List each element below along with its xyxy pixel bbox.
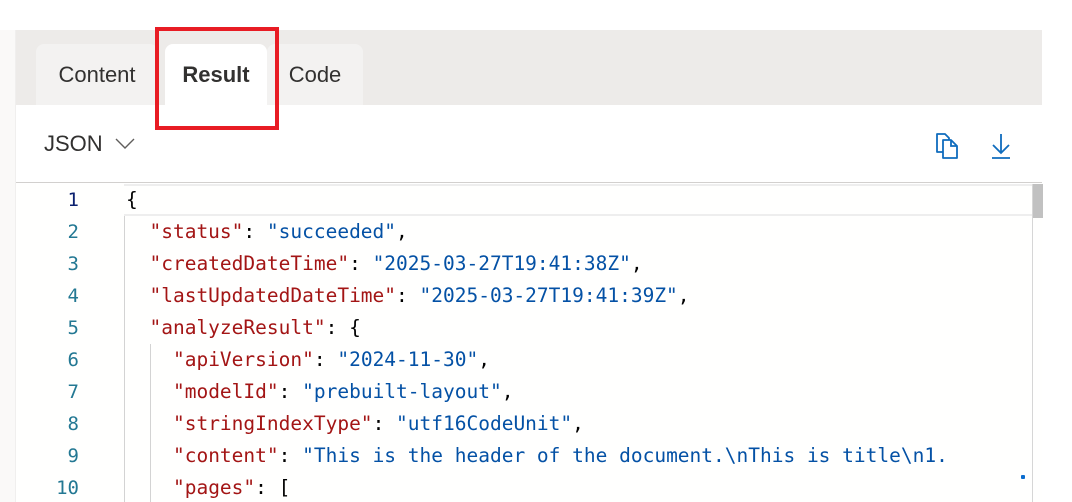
json-string: "succeeded"	[266, 220, 397, 243]
editor-toolbar: JSON	[16, 105, 1042, 183]
json-key: "content"	[172, 444, 279, 467]
copy-button[interactable]	[931, 129, 965, 163]
code-line: "stringIndexType": "utf16CodeUnit",	[126, 408, 584, 440]
tab-bar: Content Result Code	[16, 30, 1042, 105]
json-key: "stringIndexType"	[172, 412, 373, 435]
line-number: 3	[67, 253, 79, 275]
code-line: "createdDateTime": "2025-03-27T19:41:38Z…	[126, 248, 643, 280]
code-line: "status": "succeeded",	[126, 216, 408, 248]
json-key: "modelId"	[172, 380, 279, 403]
json-punctuation: :	[372, 412, 397, 435]
code-line: "apiVersion": "2024-11-30",	[126, 344, 490, 376]
json-key: "analyzeResult"	[149, 316, 326, 339]
json-punctuation: ,	[501, 380, 514, 403]
line-number: 7	[67, 381, 79, 403]
line-number: 8	[67, 413, 79, 435]
json-key: "pages"	[172, 476, 256, 499]
tab-code[interactable]: Code	[267, 44, 363, 105]
json-string: "2025-03-27T19:41:39Z"	[419, 284, 678, 307]
code-line: "content": "This is the header of the do…	[126, 440, 948, 472]
json-punctuation: ,	[677, 284, 690, 307]
tab-result[interactable]: Result	[165, 44, 267, 105]
json-key: "createdDateTime"	[149, 252, 350, 275]
json-string: "utf16CodeUnit"	[396, 412, 573, 435]
line-number: 2	[67, 221, 79, 243]
code-line: {	[126, 184, 138, 216]
format-dropdown[interactable]: JSON	[44, 129, 135, 159]
line-number: 6	[67, 349, 79, 371]
result-panel: Content Result Code JSON	[16, 30, 1043, 502]
indent-guide	[124, 216, 125, 502]
tab-content[interactable]: Content	[36, 44, 158, 105]
json-punctuation: :	[278, 380, 303, 403]
code-line: "pages": [	[126, 472, 290, 502]
code-line: "analyzeResult": {	[126, 312, 361, 344]
json-code-editor[interactable]: 1 2 3 4 5 6 7 8 9 10 { "status": "succee…	[16, 184, 1043, 502]
json-string: "2024-11-30"	[337, 348, 479, 371]
json-string: "This is the header of the document.\nTh…	[302, 444, 948, 467]
code-area[interactable]: { "status": "succeeded", "createdDateTim…	[124, 184, 1032, 502]
current-line-highlight	[124, 184, 1032, 216]
json-string: "prebuilt-layout"	[302, 380, 502, 403]
line-number: 5	[67, 317, 79, 339]
json-punctuation: :	[349, 252, 373, 275]
download-button[interactable]	[984, 129, 1018, 163]
left-edge-strip	[0, 30, 16, 502]
json-key: "lastUpdatedDateTime"	[149, 284, 397, 307]
json-punctuation: :	[243, 220, 267, 243]
line-number: 10	[56, 477, 79, 499]
json-punctuation: ,	[572, 412, 584, 435]
json-punctuation: : [	[255, 476, 291, 499]
line-number: 9	[67, 445, 79, 467]
download-icon	[992, 134, 1010, 159]
tab-code-label: Code	[288, 61, 342, 87]
vertical-scrollbar[interactable]	[1032, 184, 1043, 502]
indent-guide	[150, 344, 151, 502]
json-punctuation: :	[278, 444, 303, 467]
json-string: "2025-03-27T19:41:38Z"	[372, 252, 631, 275]
line-number: 1	[67, 189, 79, 211]
json-punctuation: : {	[325, 316, 361, 339]
format-dropdown-value: JSON	[44, 131, 103, 156]
json-key: "apiVersion"	[172, 348, 314, 371]
code-line: "lastUpdatedDateTime": "2025-03-27T19:41…	[126, 280, 690, 312]
json-key: "status"	[149, 220, 244, 243]
code-line: "modelId": "prebuilt-layout",	[126, 376, 514, 408]
scrollbar-thumb[interactable]	[1033, 184, 1043, 218]
line-number: 4	[67, 285, 79, 307]
tab-content-label: Content	[58, 61, 136, 87]
json-punctuation: ,	[478, 348, 490, 371]
json-punctuation: {	[126, 188, 138, 211]
overview-ruler-marker	[1021, 475, 1025, 479]
chevron-down-icon	[115, 138, 135, 149]
json-punctuation: ,	[630, 252, 643, 275]
tab-result-label: Result	[182, 61, 250, 87]
json-punctuation: :	[313, 348, 338, 371]
line-number-gutter: 1 2 3 4 5 6 7 8 9 10	[16, 184, 124, 502]
json-punctuation: ,	[396, 220, 408, 243]
json-punctuation: :	[396, 284, 420, 307]
copy-icon	[936, 133, 958, 159]
